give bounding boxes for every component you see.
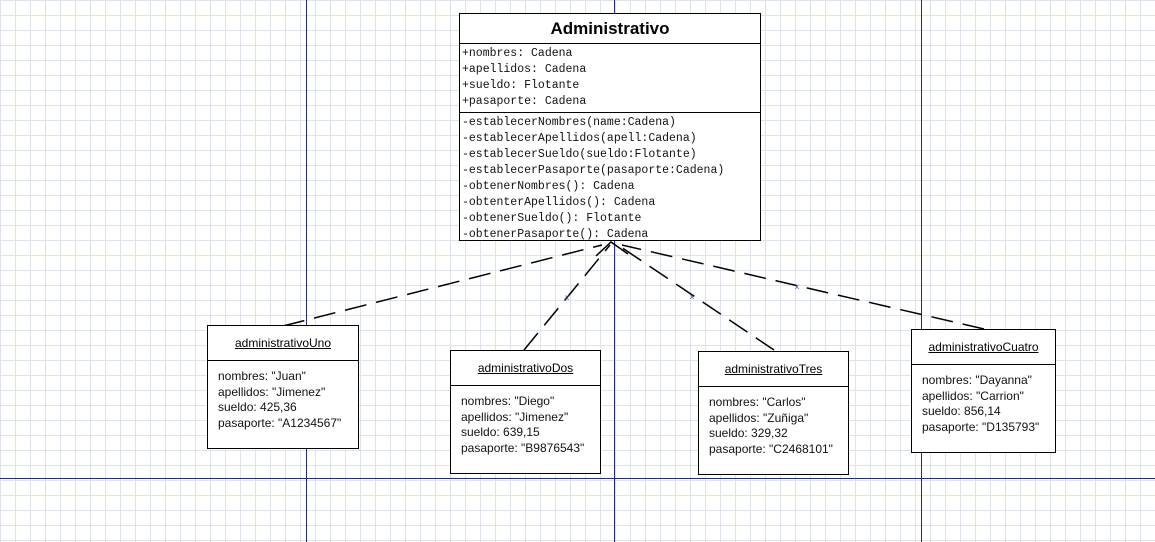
class-operation: -establecerApellidos(apell:Cadena): [462, 132, 697, 145]
object-slots: nombres: "Carlos" apellidos: "Zuñiga" su…: [699, 387, 848, 457]
class-operation: -establecerPasaporte(pasaporte:Cadena): [462, 164, 725, 177]
guide-line-vertical: [921, 0, 922, 542]
arrowhead-icon: [595, 241, 629, 257]
object-administrativo-cuatro[interactable]: administrativoCuatro nombres: "Dayanna" …: [911, 329, 1056, 453]
object-slot: sueldo: 329,32: [709, 426, 788, 440]
object-name: administrativoUno: [208, 326, 358, 361]
guide-line-vertical: [614, 0, 615, 542]
object-slot: nombres: "Dayanna": [922, 373, 1032, 387]
object-slot: apellidos: "Jimenez": [218, 384, 326, 399]
class-attributes: +nombres: Cadena +apellidos: Cadena +sue…: [460, 44, 760, 113]
object-administrativo-uno[interactable]: administrativoUno nombres: "Juan" apelli…: [207, 325, 359, 449]
object-name: administrativoDos: [451, 351, 600, 386]
class-operation: -obtenerNombres(): Cadena: [462, 180, 635, 193]
class-administrativo[interactable]: Administrativo +nombres: Cadena +apellid…: [459, 13, 761, 241]
link-handle: x: [690, 292, 694, 301]
link-administrativoCuatro[interactable]: [621, 244, 985, 330]
object-slot: apellidos: "Zuñiga": [709, 410, 809, 425]
object-slot: nombres: "Carlos": [709, 395, 806, 409]
object-slot: apellidos: "Jimenez": [461, 409, 569, 424]
class-attribute: +sueldo: Flotante: [462, 79, 580, 92]
link-handle: x: [565, 293, 569, 302]
object-slot: apellidos: "Carrion": [922, 388, 1024, 403]
object-administrativo-dos[interactable]: administrativoDos nombres: "Diego" apell…: [450, 350, 601, 474]
object-slot: nombres: "Juan": [218, 369, 306, 383]
class-operation: -obtenerSueldo(): Flotante: [462, 212, 642, 225]
object-name: administrativoCuatro: [912, 330, 1055, 365]
class-operation: -establecerSueldo(sueldo:Flotante): [462, 148, 697, 161]
guide-line-horizontal: [0, 478, 1155, 479]
object-slot: nombres: "Diego": [461, 394, 555, 408]
guide-line-vertical: [306, 0, 307, 542]
class-attribute: +nombres: Cadena: [462, 47, 573, 60]
class-operation: -establecerNombres(name:Cadena): [462, 116, 676, 129]
link-handle: x: [795, 282, 799, 291]
object-slot: sueldo: 425,36: [218, 400, 297, 414]
object-slot: sueldo: 856,14: [922, 404, 1001, 418]
object-slots: nombres: "Dayanna" apellidos: "Carrion" …: [912, 365, 1055, 435]
class-operations: -establecerNombres(name:Cadena) -estable…: [460, 113, 760, 243]
object-slot: sueldo: 639,15: [461, 425, 540, 439]
class-attribute: +apellidos: Cadena: [462, 63, 587, 76]
class-name: Administrativo: [460, 14, 760, 44]
link-administrativoUno[interactable]: [282, 244, 603, 327]
object-slots: nombres: "Diego" apellidos: "Jimenez" su…: [451, 386, 600, 456]
object-slot: pasaporte: "A1234567": [218, 415, 342, 430]
class-operation: -obtenerPasaporte(): Cadena: [462, 228, 649, 241]
link-administrativoTres[interactable]: [617, 244, 775, 351]
object-slot: pasaporte: "C2468101": [709, 441, 833, 456]
object-administrativo-tres[interactable]: administrativoTres nombres: "Carlos" ape…: [698, 351, 849, 475]
object-slot: pasaporte: "B9876543": [461, 440, 585, 455]
link-administrativoDos[interactable]: [523, 244, 611, 351]
object-slot: pasaporte: "D135793": [922, 419, 1040, 434]
object-name: administrativoTres: [699, 352, 848, 387]
class-attribute: +pasaporte: Cadena: [462, 95, 587, 108]
object-slots: nombres: "Juan" apellidos: "Jimenez" sue…: [208, 361, 358, 431]
class-operation: -obtenterApellidos(): Cadena: [462, 196, 656, 209]
